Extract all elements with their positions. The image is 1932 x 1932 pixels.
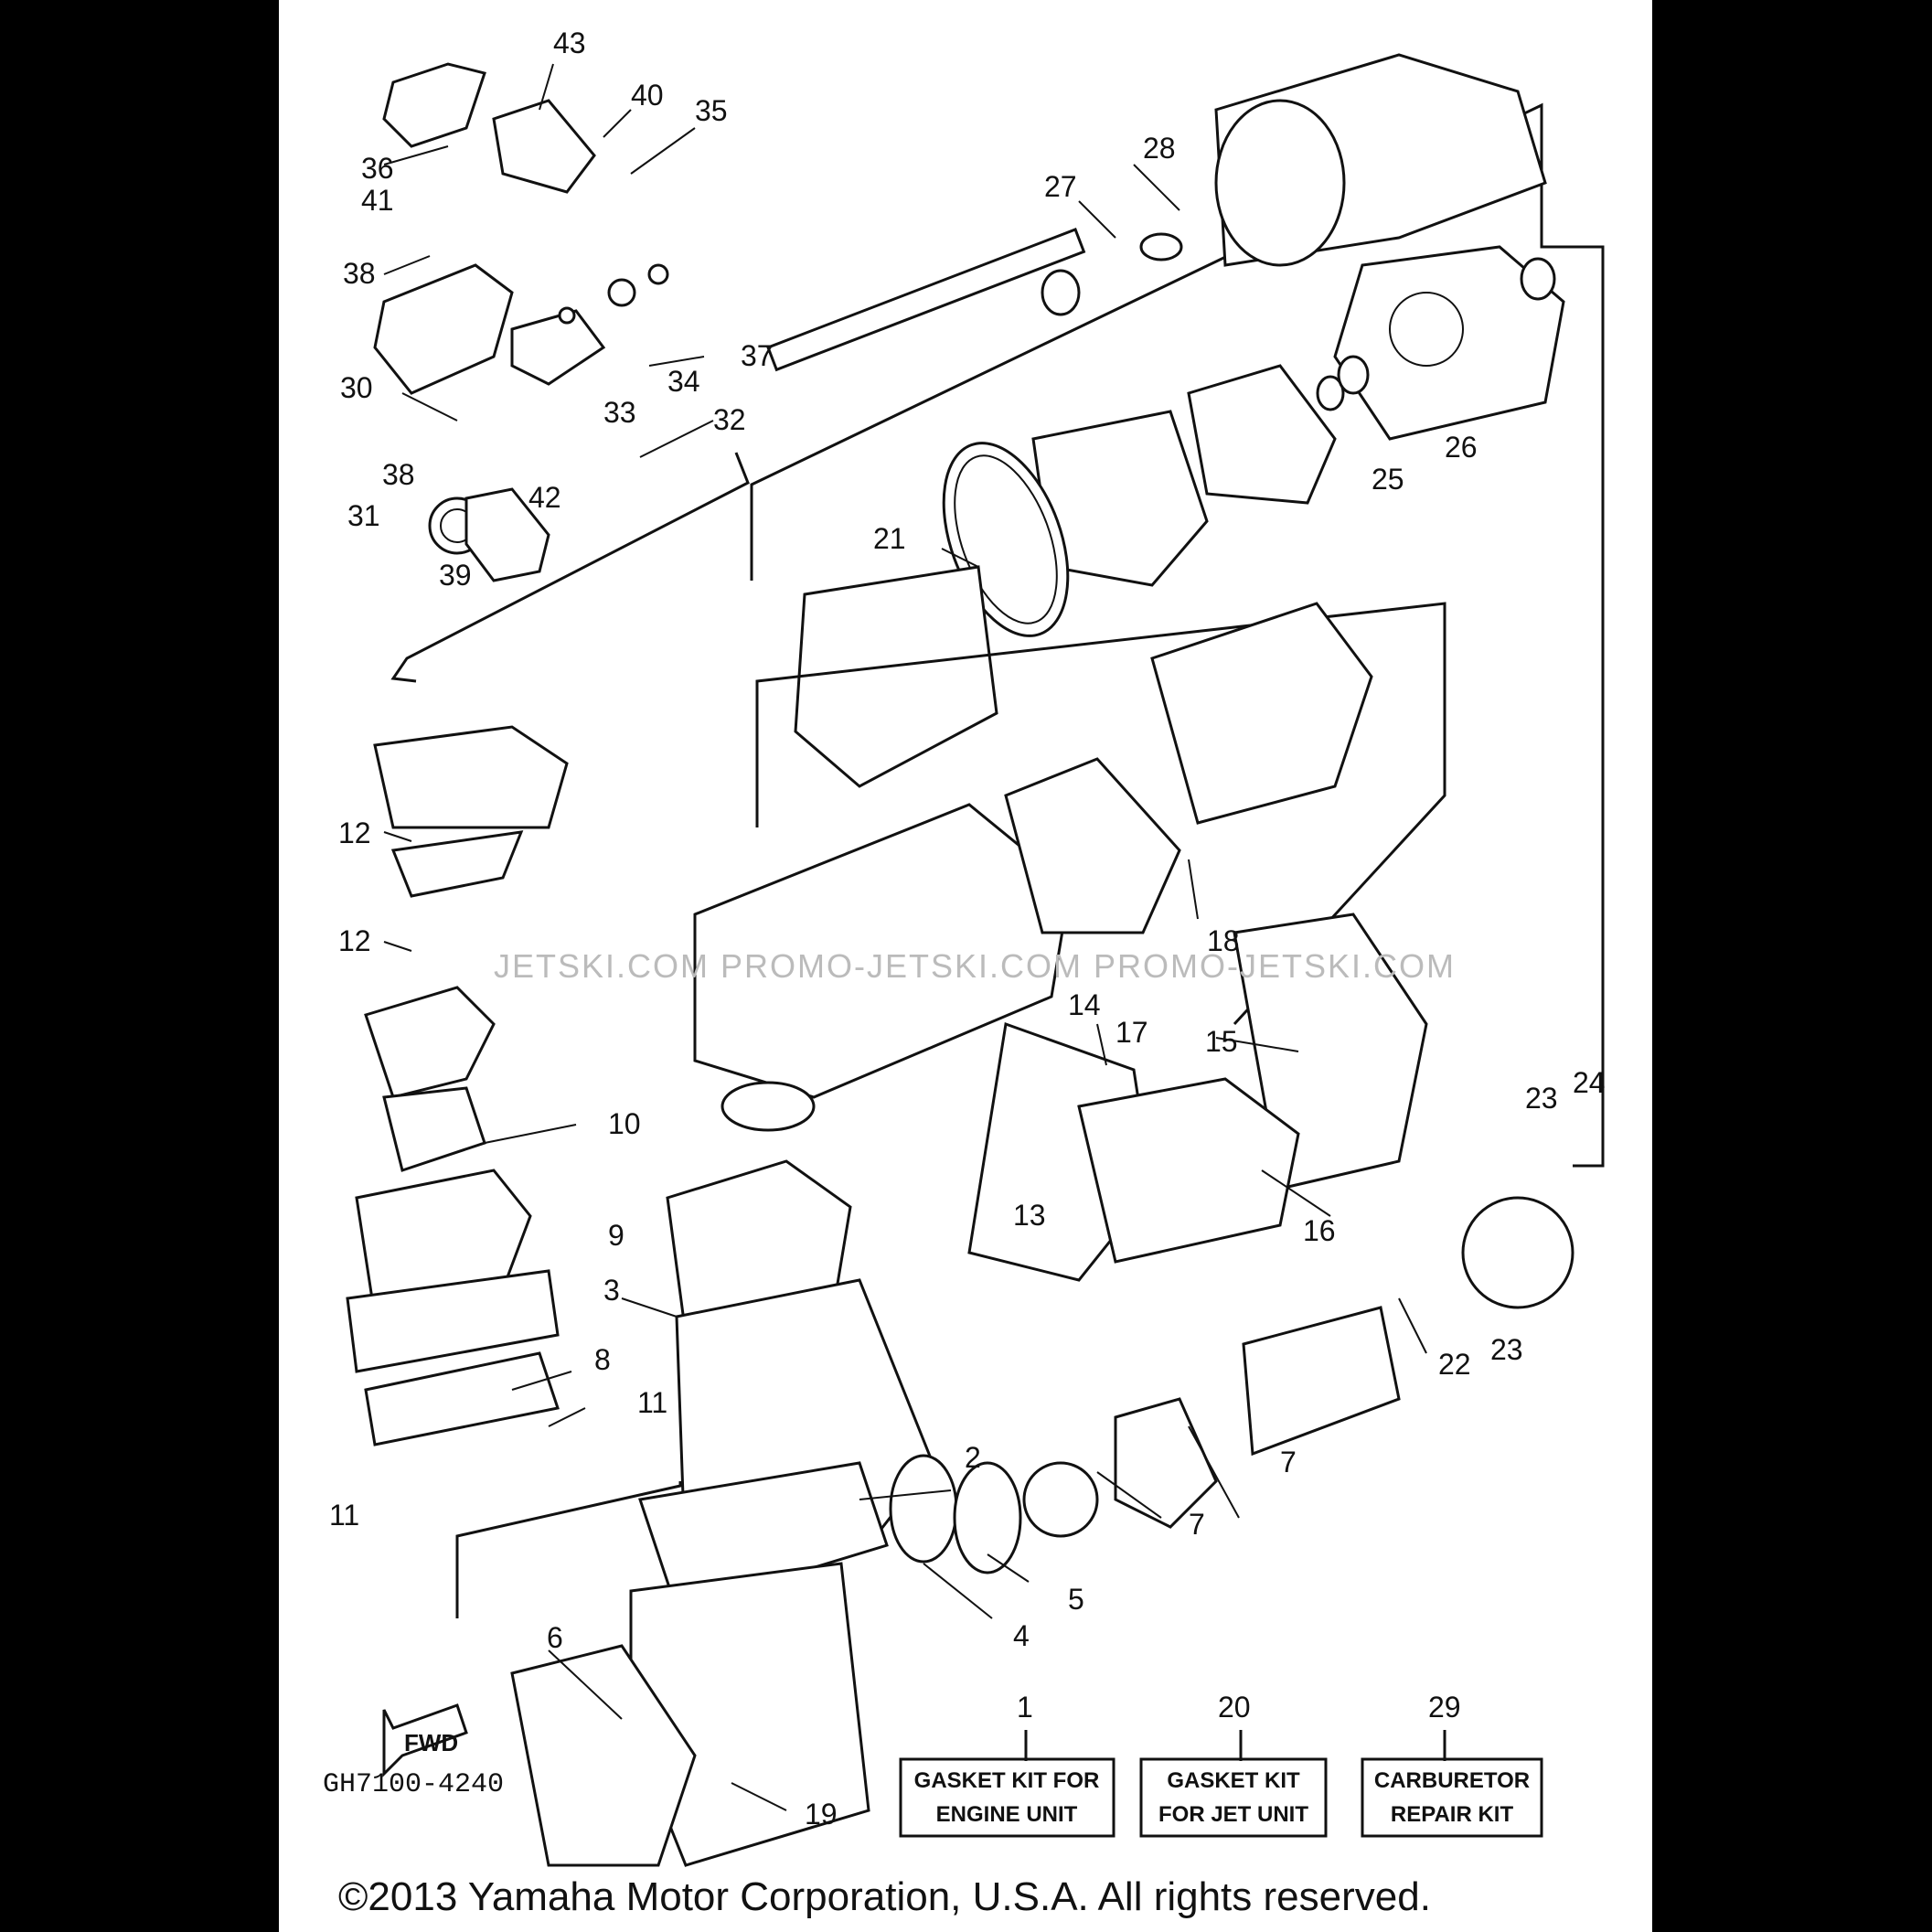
callout-4: 4 (1013, 1619, 1030, 1652)
callout-21: 21 (873, 522, 906, 555)
watermark: JETSKI.COM PROMO-JETSKI.COM PROMO-JETSKI… (494, 947, 1457, 985)
jet-pump-group (750, 53, 1605, 1168)
callout-6: 6 (547, 1621, 563, 1654)
kit-number: 1 (1017, 1691, 1033, 1724)
fwd-label: FWD (404, 1729, 458, 1756)
kit-label-line2: REPAIR KIT (1391, 1802, 1514, 1827)
callout-27: 27 (1044, 170, 1077, 203)
kit-box-engine: 1 GASKET KIT FOR ENGINE UNIT (899, 1691, 1115, 1838)
callout-12: 12 (338, 817, 371, 849)
callout-25: 25 (1372, 463, 1404, 496)
callout-22: 22 (1438, 1348, 1471, 1381)
callout-33: 33 (603, 396, 636, 429)
kit-box-jet: 20 GASKET KIT FOR JET UNIT (1139, 1691, 1328, 1838)
kit-box-carburetor: 29 CARBURETOR REPAIR KIT (1361, 1691, 1543, 1838)
callout-28: 28 (1143, 132, 1176, 165)
callout-11: 11 (637, 1386, 667, 1419)
exhaust-group (693, 602, 1446, 1282)
callout-39: 39 (439, 559, 472, 592)
kit-label-line1: GASKET KIT FOR (914, 1768, 1100, 1793)
fwd-arrow: FWD (382, 1703, 468, 1777)
kit-number: 20 (1218, 1691, 1251, 1724)
callout-2: 2 (965, 1441, 981, 1474)
callout-13: 13 (1013, 1199, 1046, 1232)
callout-19: 19 (805, 1798, 838, 1831)
callout-26: 26 (1445, 431, 1478, 464)
callout-34: 34 (667, 365, 700, 398)
callout-3: 3 (603, 1274, 620, 1307)
callout-14: 14 (1068, 988, 1101, 1021)
copyright-notice: ©2013 Yamaha Motor Corporation, U.S.A. A… (338, 1874, 1431, 1919)
callout-36: 36 (361, 152, 394, 185)
callout-10: 10 (608, 1107, 641, 1140)
callout-40: 40 (631, 79, 664, 112)
callout-38: 38 (343, 257, 376, 290)
carburetor-group (373, 62, 750, 683)
callout-23: 23 (1525, 1082, 1558, 1115)
callout-43: 43 (553, 27, 586, 59)
callout-17: 17 (1115, 1016, 1148, 1049)
callout-32: 32 (713, 403, 746, 436)
callout-38: 38 (382, 458, 415, 491)
kit-label-line2: FOR JET UNIT (1158, 1802, 1308, 1827)
kit-label-line1: CARBURETOR (1374, 1768, 1530, 1793)
callout-41: 41 (361, 184, 394, 217)
callout-8: 8 (594, 1343, 611, 1376)
callout-18: 18 (1207, 924, 1240, 957)
callout-12: 12 (338, 924, 371, 957)
callout-42: 42 (528, 481, 561, 514)
callout-15: 15 (1205, 1025, 1238, 1058)
callout-5: 5 (1068, 1583, 1084, 1616)
callout-7: 7 (1189, 1508, 1205, 1541)
kit-number: 29 (1428, 1691, 1461, 1724)
diagram-code: GH7100-4240 (323, 1769, 505, 1800)
kit-label-line1: GASKET KIT (1167, 1768, 1300, 1793)
callout-37: 37 (741, 339, 774, 372)
callout-35: 35 (695, 94, 728, 127)
callout-30: 30 (340, 371, 373, 404)
callout-24: 24 (1573, 1066, 1606, 1099)
leader-lines (383, 63, 1427, 1811)
callout-7: 7 (1280, 1446, 1297, 1478)
callout-11: 11 (329, 1499, 359, 1532)
callout-16: 16 (1303, 1214, 1336, 1247)
kit-label-line2: ENGINE UNIT (936, 1802, 1078, 1827)
callout-9: 9 (608, 1219, 624, 1252)
callout-31: 31 (347, 499, 380, 532)
callout-23: 23 (1490, 1333, 1523, 1366)
